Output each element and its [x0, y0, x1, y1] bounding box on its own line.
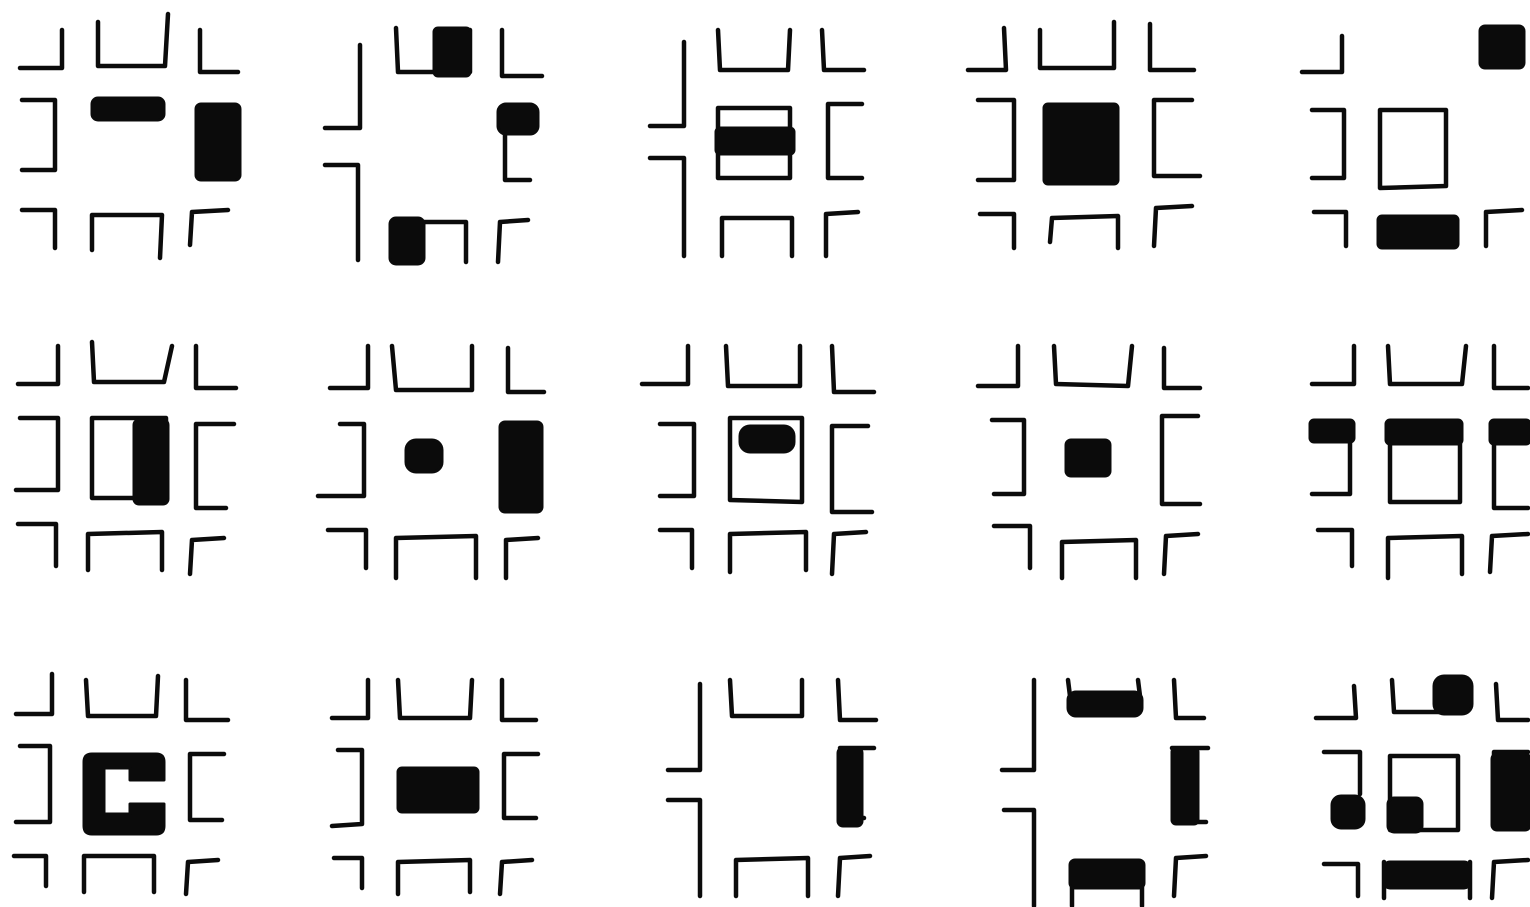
filled-block — [1378, 216, 1458, 248]
filled-block — [740, 426, 794, 452]
filled-block — [500, 422, 542, 512]
diagram-r1-c2 — [325, 28, 542, 264]
filled-block — [1068, 692, 1142, 716]
filled-block — [1310, 420, 1354, 442]
filled-block — [84, 754, 164, 834]
diagram-r1-c3 — [650, 30, 864, 256]
block-outlines — [14, 674, 228, 894]
diagram-r3-c3 — [668, 680, 876, 896]
filled-block — [1332, 796, 1364, 828]
diagram-r2-c4 — [978, 346, 1200, 578]
filled-block — [716, 128, 794, 154]
filled-block — [498, 104, 538, 134]
diagram-r3-c4 — [1002, 680, 1208, 906]
diagram-r1-c4 — [968, 22, 1200, 248]
filled-block — [1044, 104, 1118, 184]
diagram-r1-c5 — [1302, 26, 1524, 248]
filled-block — [390, 218, 424, 264]
filled-block — [1492, 754, 1530, 830]
diagram-r3-c1 — [14, 674, 228, 894]
filled-block — [1066, 440, 1110, 476]
filled-block — [196, 104, 240, 180]
filled-block — [1434, 676, 1472, 714]
filled-block — [1172, 748, 1198, 824]
filled-block — [134, 420, 168, 504]
diagram-r2-c2 — [318, 346, 544, 578]
filled-block — [398, 768, 478, 812]
filled-block — [1480, 26, 1524, 68]
block-outlines — [16, 342, 236, 574]
filled-block — [838, 748, 862, 826]
filled-block — [1490, 420, 1530, 444]
diagram-r2-c1 — [16, 342, 236, 574]
diagram-r3-c2 — [332, 680, 538, 894]
filled-block — [1388, 798, 1422, 832]
filled-block — [406, 440, 442, 472]
block-outlines — [642, 346, 874, 574]
filled-block — [1384, 862, 1470, 888]
diagram-r2-c5 — [1310, 346, 1530, 578]
filled-block — [92, 98, 164, 120]
diagram-r1-c1 — [20, 14, 240, 258]
filled-block — [1386, 420, 1462, 444]
diagram-r2-c3 — [642, 346, 874, 574]
diagram-r3-c5 — [1316, 676, 1530, 898]
filled-block — [434, 28, 470, 76]
filled-block — [1070, 860, 1144, 888]
block-outlines — [1312, 346, 1528, 578]
